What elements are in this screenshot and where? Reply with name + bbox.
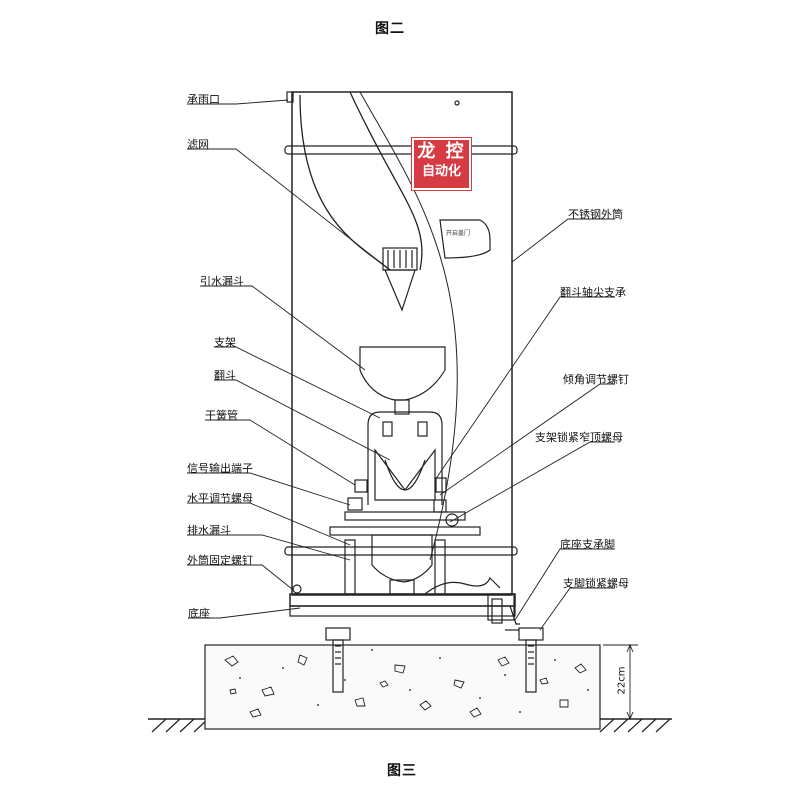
label-stainless-cylinder: 不锈钢外筒 bbox=[568, 208, 623, 221]
leader-lines bbox=[187, 99, 615, 631]
label-guide-funnel: 引水漏斗 bbox=[200, 275, 244, 288]
label-bracket-lock-nut: 支架锁紧窄顶螺母 bbox=[535, 431, 623, 444]
plate-text: 开启盖门 bbox=[446, 230, 471, 237]
label-rain-inlet: 承雨口 bbox=[187, 93, 220, 106]
label-signal-terminal: 信号输出端子 bbox=[187, 462, 253, 475]
label-pivot-support: 翻斗轴尖支承 bbox=[560, 286, 626, 299]
watermark-logo: 龙 控 自动化 bbox=[411, 137, 472, 191]
label-foot-lock-nut: 支脚锁紧螺母 bbox=[563, 577, 629, 590]
label-base-foot: 底座支承脚 bbox=[560, 538, 615, 551]
label-drain-funnel: 排水漏斗 bbox=[187, 524, 231, 537]
base-plate bbox=[289, 576, 520, 625]
label-reed-switch: 干簧管 bbox=[205, 409, 238, 422]
caption-top: 图二 bbox=[375, 21, 405, 37]
caption-bottom: 图三 bbox=[387, 763, 417, 779]
guide-funnel bbox=[359, 346, 446, 415]
outer-cylinder bbox=[284, 91, 518, 596]
concrete-foundation bbox=[204, 644, 601, 730]
label-filter: 滤网 bbox=[187, 138, 209, 151]
name-plate bbox=[439, 219, 491, 259]
inlet-funnel bbox=[299, 91, 458, 561]
dimension-label: 22cm bbox=[616, 666, 628, 695]
drain-funnel bbox=[344, 534, 446, 595]
watermark-line1: 龙 控 bbox=[417, 141, 466, 162]
watermark-line2: 自动化 bbox=[421, 164, 461, 179]
anchor-bolts bbox=[325, 627, 544, 693]
label-tilt-screw: 倾角调节螺钉 bbox=[563, 373, 629, 386]
label-level-nut: 水平调节螺母 bbox=[187, 492, 253, 505]
bracket-bucket bbox=[329, 411, 481, 536]
label-base: 底座 bbox=[188, 607, 210, 620]
label-cylinder-screw: 外筒固定螺钉 bbox=[187, 554, 253, 567]
dimension-22cm bbox=[603, 643, 638, 721]
label-bracket: 支架 bbox=[214, 336, 236, 349]
label-tipping-bucket: 翻斗 bbox=[214, 369, 236, 382]
